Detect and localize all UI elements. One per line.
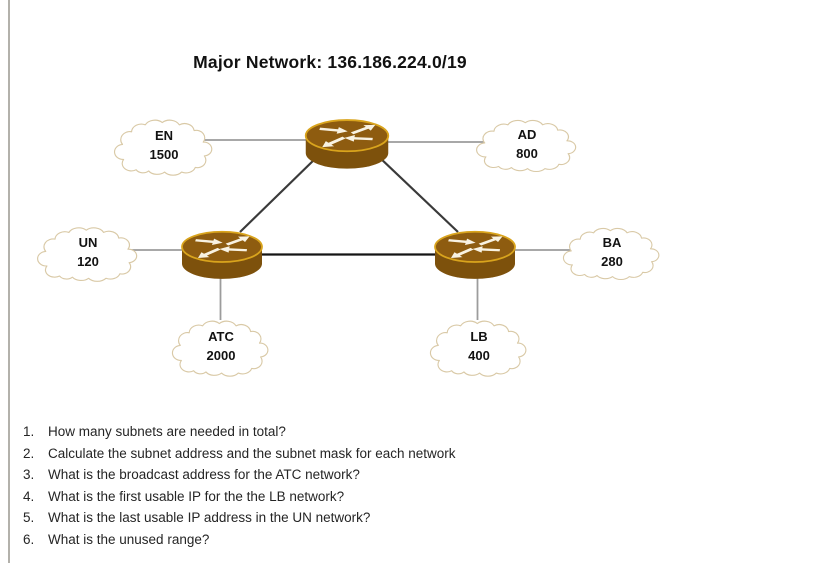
page-left-border xyxy=(8,0,10,563)
question-item: 4. What is the first usable IP for the t… xyxy=(23,486,583,508)
question-item: 6. What is the unused range? xyxy=(23,529,583,551)
question-text: What is the last usable IP address in th… xyxy=(48,510,371,526)
question-item: 1. How many subnets are needed in total? xyxy=(23,421,583,443)
question-text: What is the broadcast address for the AT… xyxy=(48,467,360,483)
cloud-host-count: 400 xyxy=(468,348,490,363)
question-item: 5. What is the last usable IP address in… xyxy=(23,507,583,529)
cloud-host-count: 120 xyxy=(77,254,99,269)
question-number: 2. xyxy=(23,445,35,461)
cloud-label: LB xyxy=(470,329,488,344)
cloud-label: UN xyxy=(78,235,98,250)
question-number: 4. xyxy=(23,488,35,504)
cloud-lb: LB 400 xyxy=(426,312,532,380)
cloud-label: EN xyxy=(154,128,174,143)
cloud-host-count: 2000 xyxy=(206,348,236,363)
cloud-ad: AD 800 xyxy=(472,112,582,175)
cloud-un: UN 120 xyxy=(33,219,143,285)
cloud-label: AD xyxy=(517,126,537,142)
question-number: 1. xyxy=(23,424,35,439)
cloud-host-count: 280 xyxy=(601,253,623,269)
question-list: 1. How many subnets are needed in total?… xyxy=(23,421,583,551)
question-text: What is the first usable IP for the the … xyxy=(48,488,345,504)
cloud-en: EN 1500 xyxy=(110,111,218,179)
cloud-host-count: 1500 xyxy=(149,147,179,162)
question-number: 3. xyxy=(23,467,35,483)
cloud-ba: BA 280 xyxy=(559,220,665,283)
question-text: How many subnets are needed in total? xyxy=(48,424,286,439)
question-text: Calculate the subnet address and the sub… xyxy=(48,445,456,461)
question-number: 6. xyxy=(23,531,35,547)
cloud-host-count: 800 xyxy=(516,145,538,161)
router-icon-left xyxy=(176,222,268,286)
page-title: Major Network: 136.186.224.0/19 xyxy=(193,52,467,72)
link-router-top-right xyxy=(377,155,459,233)
cloud-atc: ATC 2000 xyxy=(168,312,274,380)
question-item: 2. Calculate the subnet address and the … xyxy=(23,443,583,465)
question-text: What is the unused range? xyxy=(48,531,210,547)
question-number: 5. xyxy=(23,510,35,526)
router-icon-right xyxy=(429,222,521,286)
question-item: 3. What is the broadcast address for the… xyxy=(23,464,583,486)
cloud-label: BA xyxy=(602,234,622,250)
router-icon-top xyxy=(301,110,393,176)
cloud-label: ATC xyxy=(208,329,234,344)
link-router-left-top xyxy=(239,155,319,233)
